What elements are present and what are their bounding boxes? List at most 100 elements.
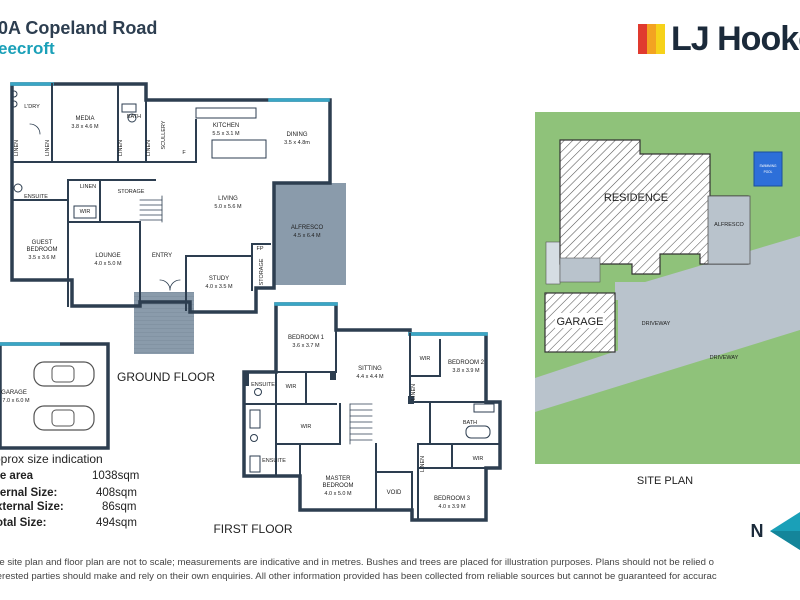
room-entry: ENTRY bbox=[152, 253, 172, 259]
garage-label: GARAGE bbox=[1, 390, 27, 396]
room-fp: FP bbox=[256, 246, 263, 252]
property-suburb: eecroft bbox=[0, 39, 55, 58]
room-linen-1: LINEN bbox=[14, 140, 20, 156]
brand-logo-bars bbox=[638, 24, 665, 54]
disclaimer-line-2: terested parties should make and rely on… bbox=[0, 571, 717, 582]
room-wir-4: WIR bbox=[473, 456, 484, 462]
room-storage-2: STORAGE bbox=[259, 258, 265, 285]
room-media: MEDIA bbox=[75, 116, 94, 122]
size-label: te area bbox=[0, 470, 34, 482]
room-guest-bedroom: BEDROOM bbox=[26, 247, 57, 253]
room-linen-4: LINEN bbox=[146, 140, 152, 156]
room-alfresco: ALFRESCO bbox=[291, 225, 324, 231]
size-label: ternal Size: bbox=[0, 487, 58, 499]
room-bedroom-3: BEDROOM 3 bbox=[434, 496, 471, 502]
size-value: 408sqm bbox=[96, 487, 137, 499]
room-dining-size: 3.5 x 4.8m bbox=[284, 140, 310, 146]
room-study: STUDY bbox=[209, 276, 229, 282]
size-row: ternal Size: 408sqm bbox=[0, 487, 200, 501]
room-bath: BATH bbox=[127, 114, 141, 120]
size-row: te area 1038sqm bbox=[0, 470, 200, 484]
room-f: F bbox=[182, 150, 186, 156]
room-study-size: 4.0 x 3.5 M bbox=[205, 284, 233, 290]
room-master: MASTER bbox=[325, 476, 351, 482]
site-driveway-2: DRIVEWAY bbox=[710, 355, 739, 361]
first-floor-label: FIRST FLOOR bbox=[213, 522, 292, 536]
room-linen: LINEN bbox=[411, 384, 417, 400]
room-storage: STORAGE bbox=[118, 189, 145, 195]
room-dining: DINING bbox=[287, 132, 308, 138]
column-icon bbox=[243, 372, 249, 386]
room-wir-2: WIR bbox=[286, 384, 297, 390]
site-plan bbox=[535, 112, 800, 464]
brand-name: LJ Hooke bbox=[671, 20, 800, 58]
compass-arrow-icon bbox=[770, 512, 800, 550]
ground-floor-plan bbox=[10, 82, 346, 354]
room-linen-2: LINEN bbox=[45, 140, 51, 156]
room-bath-ff: BATH bbox=[463, 420, 477, 426]
size-label: xternal Size: bbox=[0, 501, 64, 513]
garage-label-bg bbox=[555, 313, 605, 328]
disclaimer: he site plan and floor plan are not to s… bbox=[0, 556, 800, 584]
size-value: 86sqm bbox=[102, 501, 137, 513]
ground-floor-label: GROUND FLOOR bbox=[117, 370, 215, 384]
site-garage: GARAGE bbox=[556, 316, 603, 328]
site-residence: RESIDENCE bbox=[604, 192, 668, 204]
site-pool-line-1: SWIMMING bbox=[760, 164, 778, 168]
room-kitchen: KITCHEN bbox=[213, 123, 239, 129]
size-value: 494sqm bbox=[96, 517, 137, 529]
room-lounge: LOUNGE bbox=[95, 253, 120, 259]
room-ensuite-1: ENSUITE bbox=[251, 382, 275, 388]
room-bedroom-2: BEDROOM 2 bbox=[448, 360, 485, 366]
room-bedroom-1: BEDROOM 1 bbox=[288, 335, 325, 341]
room-master-bedroom: BEDROOM bbox=[322, 483, 353, 489]
size-value: 1038sqm bbox=[92, 470, 140, 482]
room-alfresco-size: 4.5 x 6.4 M bbox=[293, 233, 321, 239]
car-icon bbox=[33, 405, 95, 431]
property-address: 0A Copeland Road bbox=[0, 18, 158, 38]
room-linen-5: LINEN bbox=[80, 184, 96, 190]
room-void: VOID bbox=[387, 490, 402, 496]
room-ensuite-2: ENSUITE bbox=[262, 458, 286, 464]
pool-icon bbox=[753, 151, 783, 187]
disclaimer-line-1: he site plan and floor plan are not to s… bbox=[0, 557, 714, 568]
first-floor-plan bbox=[242, 302, 502, 522]
size-row: xternal Size: 86sqm bbox=[0, 501, 200, 515]
room-ldry: L'DRY bbox=[24, 104, 40, 110]
room-wir-3: WIR bbox=[301, 424, 312, 430]
room-sitting-size: 4.4 x 4.4 M bbox=[356, 374, 384, 380]
room-wir-1: WIR bbox=[420, 356, 431, 362]
room-guest: GUEST bbox=[32, 240, 53, 246]
room-linen-3: LINEN bbox=[118, 140, 124, 156]
column-icon bbox=[330, 372, 336, 380]
room-scullery: SCULLERY bbox=[161, 120, 167, 149]
room-bedroom-3-size: 4.0 x 3.9 M bbox=[438, 504, 466, 510]
room-guest-size: 3.5 x 3.6 M bbox=[28, 255, 56, 261]
room-lounge-size: 4.0 x 5.0 M bbox=[94, 261, 122, 267]
room-bedroom-2-size: 3.8 x 3.9 M bbox=[452, 368, 480, 374]
room-bedroom-1-size: 3.6 x 3.7 M bbox=[292, 343, 320, 349]
column-icon bbox=[408, 396, 414, 404]
car-icon bbox=[33, 361, 95, 387]
compass-letter: N bbox=[751, 521, 764, 541]
garage-size: 7.0 x 6.0 M bbox=[2, 398, 30, 404]
room-linen-2: LINEN bbox=[420, 456, 426, 472]
garage-plan bbox=[0, 342, 110, 450]
room-master-size: 4.0 x 5.0 M bbox=[324, 491, 352, 497]
room-media-size: 3.8 x 4.6 M bbox=[71, 124, 99, 130]
room-living-size: 5.0 x 5.6 M bbox=[214, 204, 242, 210]
size-table: te area 1038sqm ternal Size: 408sqm xter… bbox=[0, 470, 200, 532]
room-sitting: SITTING bbox=[358, 366, 382, 372]
size-label: otal Size: bbox=[0, 517, 47, 529]
size-row: otal Size: 494sqm bbox=[0, 517, 200, 531]
brand-logo: LJ Hooke bbox=[638, 20, 800, 58]
room-wir: WIR bbox=[80, 209, 91, 215]
room-living: LIVING bbox=[218, 196, 238, 202]
size-indication-title: pprox size indication bbox=[0, 452, 103, 466]
room-ensuite: ENSUITE bbox=[24, 194, 48, 200]
room-kitchen-size: 5.5 x 3.1 M bbox=[212, 131, 240, 137]
site-alfresco: ALFRESCO bbox=[714, 222, 744, 228]
site-driveway-1: DRIVEWAY bbox=[642, 321, 671, 327]
site-pool-line-2: POOL bbox=[764, 170, 773, 174]
